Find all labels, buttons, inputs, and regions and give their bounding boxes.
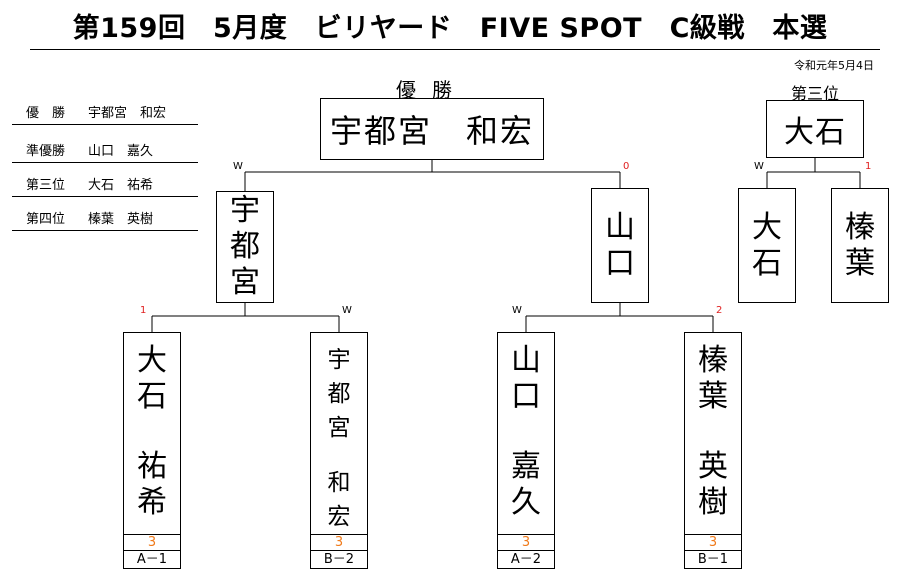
name-char: 大 <box>752 209 782 245</box>
semi-right-b-mark: 2 <box>716 305 723 316</box>
entrant-seed: A－2 <box>497 551 555 569</box>
name-char: 口 <box>511 379 541 414</box>
result-name: 榛葉 英樹 <box>88 212 154 227</box>
result-rank: 優 勝 <box>26 106 66 121</box>
semi-right-a-mark: W <box>512 305 522 316</box>
semifinal-left-winner-box: 宇 都 宮 <box>216 191 274 303</box>
result-name: 宇都宮 和宏 <box>88 106 167 121</box>
name-char: 都 <box>327 381 351 407</box>
third-right-mark: 1 <box>865 161 872 172</box>
name-char: 石 <box>137 379 167 414</box>
entrant-score: 3 <box>684 534 742 551</box>
name-char: 榛 <box>845 209 875 245</box>
result-name: 大石 祐希 <box>88 178 154 193</box>
final-left-mark: W <box>233 161 243 172</box>
name-char: 希 <box>137 485 167 520</box>
name-char: 大 <box>137 343 167 378</box>
name-char: 祐 <box>137 449 167 484</box>
final-right-mark: 0 <box>623 161 630 172</box>
name-char: 樹 <box>698 485 728 520</box>
name-char: 宮 <box>327 415 351 441</box>
name-char: 英 <box>698 449 728 484</box>
name-char: 榛 <box>698 343 728 378</box>
third-left-mark: W <box>754 161 764 172</box>
entrant-name-box: 大 石 祐 希 <box>123 332 181 534</box>
champion-box: 宇都宮 和宏 <box>320 98 544 160</box>
name-char: 宇 <box>327 347 351 373</box>
entrant-seed: B－1 <box>684 551 742 569</box>
result-name: 山口 嘉久 <box>88 144 154 159</box>
name-char: 久 <box>511 485 541 520</box>
third-place-winner-box: 大石 <box>766 100 864 158</box>
result-row-3: 第三位 大石 祐希 <box>12 172 198 197</box>
entrant-name-box: 山 口 嘉 久 <box>497 332 555 534</box>
name-char: 山 <box>511 343 541 378</box>
name-char: 都 <box>230 229 260 264</box>
entrant-name-box: 榛 葉 英 樹 <box>684 332 742 534</box>
name-char: 宏 <box>327 504 351 530</box>
result-rank: 準優勝 <box>26 144 66 159</box>
result-row-2: 準優勝 山口 嘉久 <box>12 138 198 163</box>
third-place-player-a-box: 大 石 <box>738 188 796 303</box>
entrant-seed: A－1 <box>123 551 181 569</box>
page-title: 第159回 5月度 ビリヤード FIVE SPOT C級戦 本選 <box>72 13 828 44</box>
name-char: 嘉 <box>511 449 541 484</box>
name-char: 宮 <box>230 265 260 300</box>
result-row-1: 優 勝 宇都宮 和宏 <box>12 100 198 125</box>
name-char: 石 <box>752 245 782 281</box>
name-char: 口 <box>605 245 635 281</box>
name-char: 宇 <box>230 193 260 228</box>
result-row-4: 第四位 榛葉 英樹 <box>12 206 198 231</box>
name-char: 葉 <box>698 379 728 414</box>
event-date: 令和元年5月4日 <box>794 59 874 72</box>
entrant-name-box: 宇 都 宮 和 宏 <box>310 332 368 534</box>
entrant-score: 3 <box>310 534 368 551</box>
semifinal-right-winner-box: 山 口 <box>591 188 649 303</box>
name-char: 和 <box>327 470 351 496</box>
entrant-score: 3 <box>123 534 181 551</box>
result-rank: 第四位 <box>26 212 66 227</box>
result-rank: 第三位 <box>26 178 66 193</box>
name-char: 葉 <box>845 245 875 281</box>
semi-left-b-mark: W <box>342 305 352 316</box>
title-underline <box>30 49 880 50</box>
third-place-player-b-box: 榛 葉 <box>831 188 889 303</box>
semi-left-a-mark: 1 <box>140 305 147 316</box>
entrant-score: 3 <box>497 534 555 551</box>
name-char: 山 <box>605 209 635 245</box>
third-place-label: 第三位 <box>790 84 839 103</box>
entrant-seed: B－2 <box>310 551 368 569</box>
